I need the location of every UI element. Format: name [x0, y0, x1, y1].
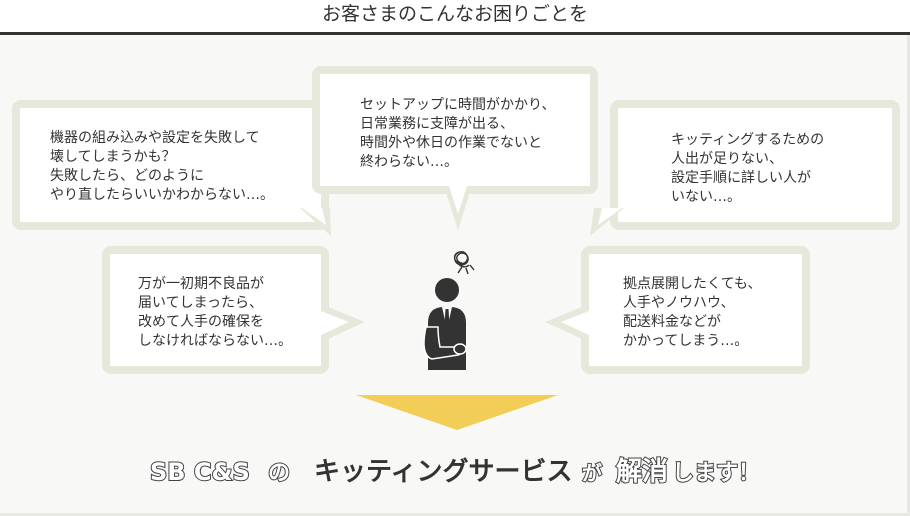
bubble-tail	[321, 304, 365, 342]
concern-bubble-setup-failure: 機器の組み込みや設定を失敗して 壊してしまうかも？ 失敗したら、どのように やり…	[12, 100, 329, 230]
verb-resolve: 解消	[616, 457, 668, 487]
concern-text: 万が一初期不良品が 届いてしまったら、 改めて人手の確保を しなければならない……	[138, 276, 292, 349]
concern-bubble-expansion: 拠点展開したくても、 人手やノウハウ、 配送料金などが かかってしまう…。	[581, 246, 810, 374]
concern-bubble-staffing: キッティングするための 人出が足りない、 設定手順に詳しい人が いない…。	[610, 100, 900, 230]
concern-text: 拠点展開したくても、 人手やノウハウ、 配送料金などが かかってしまう…。	[623, 276, 762, 349]
concern-bubble-time: セットアップに時間がかかり、 日常業務に支障が出る、 時間外や休日の作業でないと…	[312, 66, 598, 194]
concern-text: 機器の組み込みや設定を失敗して 壊してしまうかも？ 失敗したら、どのように やり…	[50, 130, 274, 203]
title-divider	[0, 32, 910, 35]
bubble-tail	[300, 208, 331, 236]
company-name: SB C&S	[150, 458, 250, 486]
down-arrow-icon	[356, 395, 558, 430]
worried-person-icon	[423, 251, 475, 370]
page-title: お客さまのこんなお困りごとを	[321, 3, 588, 25]
concern-text: セットアップに時間がかかり、 日常業務に支障が出る、 時間外や休日の作業でないと…	[360, 97, 556, 170]
particle-ga: が	[582, 461, 602, 485]
concern-text: キッティングするための 人出が足りない、 設定手順に詳しい人が いない…。	[671, 132, 825, 205]
verb-suffix: します！	[672, 461, 760, 486]
service-name: キッティングサービス	[314, 457, 572, 487]
solution-slogan: SB C&S の キッティングサービス が 解消 します！	[150, 456, 761, 488]
bubble-tail	[444, 186, 472, 230]
bubble-tail	[590, 208, 624, 236]
concern-bubble-defect: 万が一初期不良品が 届いてしまったら、 改めて人手の確保を しなければならない……	[102, 246, 329, 374]
bubble-tail	[545, 304, 589, 342]
particle-no: の	[268, 461, 290, 486]
